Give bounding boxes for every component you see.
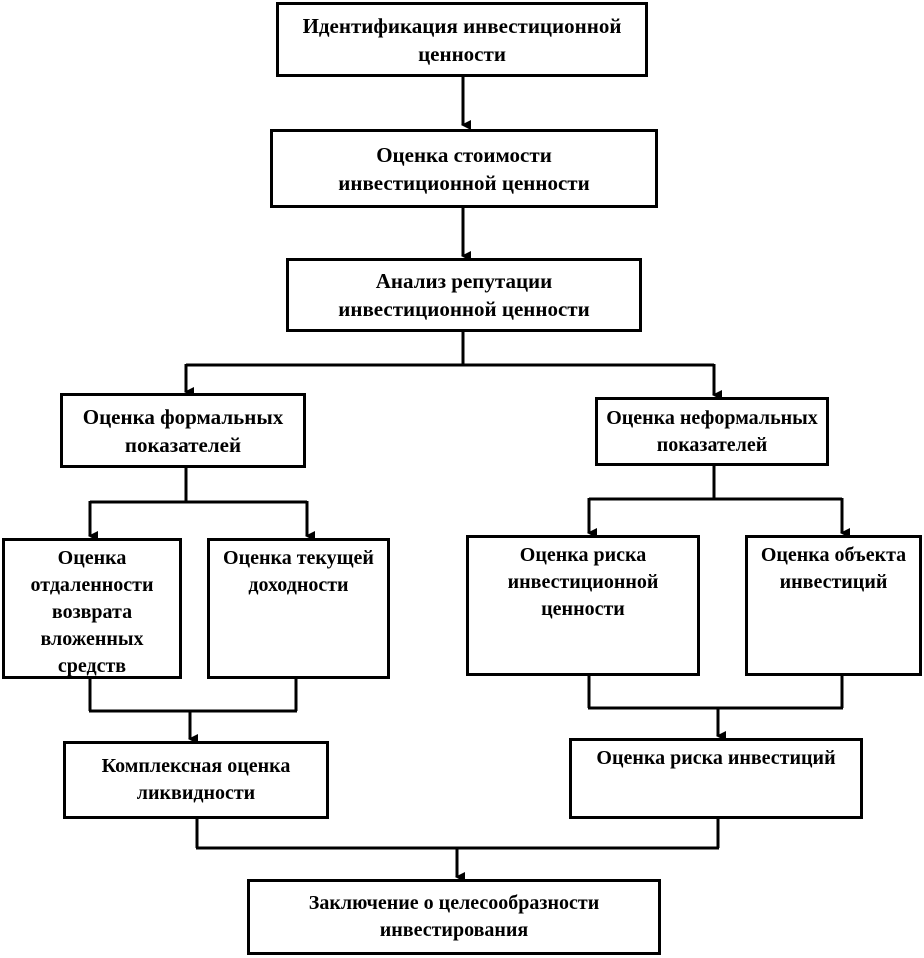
node-value-assessment: Оценка стоимости инвестиционной ценности <box>270 129 658 208</box>
node-current-yield: Оценка текущей доходности <box>207 538 390 679</box>
node-investment-risk-label: Оценка риска инвестиций <box>596 747 836 769</box>
node-investment-risk: Оценка риска инвестиций <box>569 738 863 819</box>
node-current-yield-label: Оценка текущей доходности <box>223 547 374 596</box>
node-formal-indicators: Оценка формальных показателей <box>60 393 306 468</box>
node-value-assessment-label: Оценка стоимости инвестиционной ценности <box>338 142 590 195</box>
node-value-risk-label: Оценка риска инвестиционной ценности <box>507 544 659 620</box>
node-value-risk: Оценка риска инвестиционной ценности <box>466 535 700 676</box>
node-conclusion-label: Заключение о целесообразности инвестиров… <box>308 892 600 941</box>
node-reputation-analysis-label: Анализ репутации инвестиционной ценности <box>338 269 590 321</box>
node-liquidity-assessment-label: Комплексная оценка ликвидности <box>101 755 291 804</box>
node-identification: Идентификация инвестиционной ценности <box>276 2 648 77</box>
node-return-remoteness-label: Оценка отдаленности возврата вложенных с… <box>30 547 154 677</box>
node-return-remoteness: Оценка отдаленности возврата вложенных с… <box>2 538 182 679</box>
node-investment-object: Оценка объекта инвестиций <box>745 535 922 676</box>
node-informal-indicators: Оценка неформальных показателей <box>595 397 829 466</box>
node-reputation-analysis: Анализ репутации инвестиционной ценности <box>286 258 642 332</box>
node-conclusion: Заключение о целесообразности инвестиров… <box>247 879 661 955</box>
node-informal-indicators-label: Оценка неформальных показателей <box>606 406 818 456</box>
node-liquidity-assessment: Комплексная оценка ликвидности <box>63 741 329 819</box>
node-identification-label: Идентификация инвестиционной ценности <box>302 13 622 66</box>
node-investment-object-label: Оценка объекта инвестиций <box>760 544 907 593</box>
node-formal-indicators-label: Оценка формальных показателей <box>82 404 284 457</box>
